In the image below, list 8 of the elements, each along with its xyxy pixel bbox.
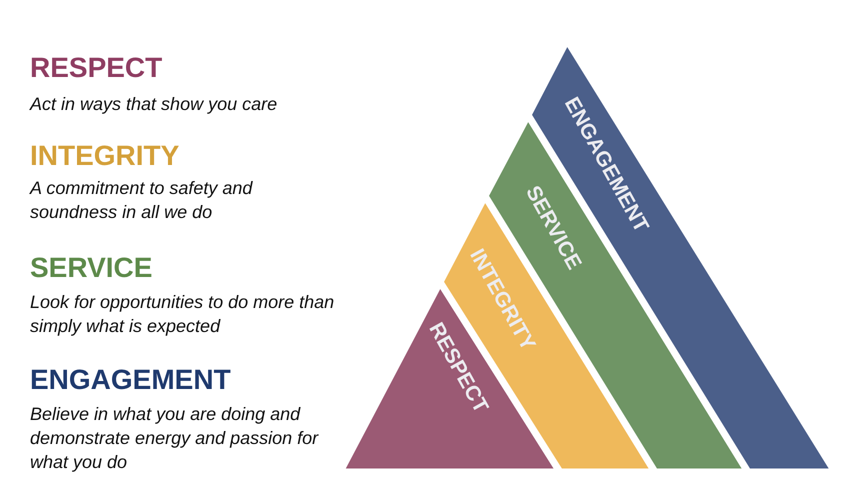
value-description: Believe in what you are doing and demonstrate energy and passion for what you do bbox=[30, 403, 320, 474]
value-description: Look for opportunities to do more than simply what is expected bbox=[30, 291, 336, 338]
value-heading: ENGAGEMENT bbox=[30, 364, 232, 396]
value-description: A commitment to safety and soundness in all we do bbox=[30, 177, 254, 224]
value-description: Act in ways that show you care bbox=[30, 93, 278, 116]
value-heading: SERVICE bbox=[30, 252, 154, 284]
value-heading: RESPECT bbox=[30, 52, 164, 84]
value-heading: INTEGRITY bbox=[30, 140, 180, 172]
